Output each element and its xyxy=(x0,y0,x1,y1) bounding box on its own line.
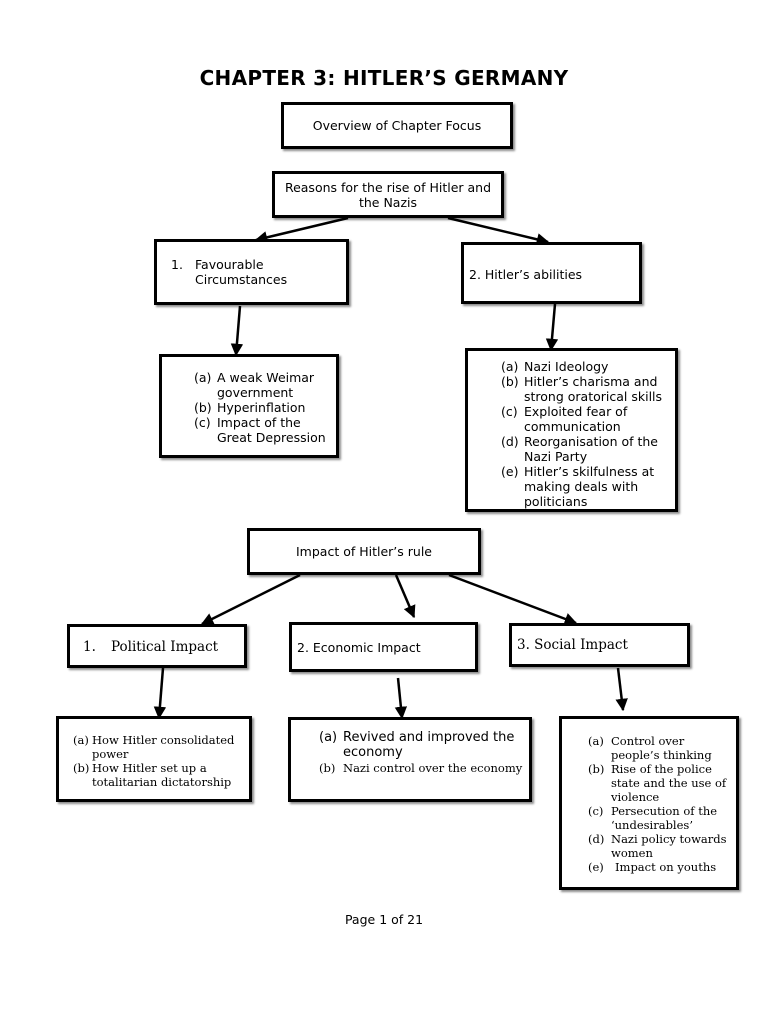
arrow-impact-to-social xyxy=(448,573,578,625)
reasons-box: Reasons for the rise of Hitler and the N… xyxy=(272,171,504,218)
list-item: (a)How Hitler consolidated power xyxy=(73,733,235,761)
arrow-economic-to-list xyxy=(394,677,408,720)
overview-box: Overview of Chapter Focus xyxy=(281,102,513,149)
economic-impact-label: 2. Economic Impact xyxy=(297,640,421,655)
list-item: (c)Persecution of the ‘undesirables’ xyxy=(588,804,718,832)
list-item: (a)A weak Weimar government xyxy=(194,370,315,400)
political-list: (a)How Hitler consolidated power (b)How … xyxy=(73,733,243,789)
arrow-impact-to-political xyxy=(200,573,301,626)
arrow-reasons-to-abilities xyxy=(447,216,550,246)
circumstances-list: (a)A weak Weimar government (b)Hyperinfl… xyxy=(194,370,330,445)
impact-label: Impact of Hitler’s rule xyxy=(296,544,432,559)
political-impact-box: 1. Political Impact xyxy=(67,624,247,668)
list-item: (b)Rise of the police state and the use … xyxy=(588,762,727,804)
hitlers-abilities-box: 2. Hitler’s abilities xyxy=(461,242,642,304)
list-item: (d)Nazi policy towards women xyxy=(588,832,727,860)
list-item: (c)Impact of the Great Depression xyxy=(194,415,326,445)
list-item: (a)Revived and improved the economy xyxy=(319,730,515,760)
social-list: (a)Control over people’s thinking (b)Ris… xyxy=(588,734,732,874)
political-impact-label: Political Impact xyxy=(111,639,219,655)
list-item: (b)How Hitler set up a totalitarian dict… xyxy=(73,761,232,789)
list-item: (b)Hyperinflation xyxy=(194,400,306,415)
list-item: (e)Impact on youths xyxy=(588,860,717,874)
hitlers-abilities-label: 2. Hitler’s abilities xyxy=(469,267,583,282)
list-item: (d)Reorganisation of the Nazi Party xyxy=(501,434,658,464)
impact-box: Impact of Hitler’s rule xyxy=(247,528,481,575)
overview-label: Overview of Chapter Focus xyxy=(312,118,482,133)
political-list-box: (a)How Hitler consolidated power (b)How … xyxy=(56,716,252,802)
page-title: CHAPTER 3: HITLER’S GERMANY xyxy=(199,66,569,90)
economic-list-box: (a)Revived and improved the economy (b)N… xyxy=(288,717,532,802)
arrow-circumstances-to-list xyxy=(230,305,244,357)
list-item: (c)Exploited fear of communication xyxy=(501,404,628,434)
social-impact-box: 3. Social Impact xyxy=(509,623,690,667)
economic-impact-box: 2. Economic Impact xyxy=(289,622,478,672)
political-impact-number: 1. xyxy=(83,639,96,655)
social-list-box: (a)Control over people’s thinking (b)Ris… xyxy=(559,716,739,890)
list-item: (a)Nazi Ideology xyxy=(501,359,609,374)
economic-list: (a)Revived and improved the economy (b)N… xyxy=(319,730,523,775)
arrow-social-to-list xyxy=(615,667,628,712)
arrow-abilities-to-list xyxy=(545,303,559,352)
list-item: (a)Control over people’s thinking xyxy=(588,734,712,762)
reasons-label: Reasons for the rise of Hitler and the N… xyxy=(284,179,492,210)
abilities-list-box: (a)Nazi Ideology (b)Hitler’s charisma an… xyxy=(465,348,678,512)
arrow-political-to-list xyxy=(153,667,167,720)
list-item: (e)Hitler’s skilfulness at making deals … xyxy=(501,464,655,509)
list-item: (b)Hitler’s charisma and strong oratoric… xyxy=(501,374,663,404)
arrow-impact-to-economic xyxy=(394,574,416,619)
favourable-circumstances-box: 1. Favourable Circumstances xyxy=(154,239,349,305)
favourable-circumstances-number: 1. xyxy=(171,257,183,272)
abilities-list: (a)Nazi Ideology (b)Hitler’s charisma an… xyxy=(501,359,669,509)
page-number: Page 1 of 21 xyxy=(344,912,424,927)
favourable-circumstances-label: Favourable Circumstances xyxy=(195,257,288,287)
arrow-reasons-to-circumstances xyxy=(254,216,349,244)
list-item: (b)Nazi control over the economy xyxy=(319,761,523,775)
circumstances-list-box: (a)A weak Weimar government (b)Hyperinfl… xyxy=(159,354,339,458)
social-impact-label: 3. Social Impact xyxy=(517,637,628,653)
